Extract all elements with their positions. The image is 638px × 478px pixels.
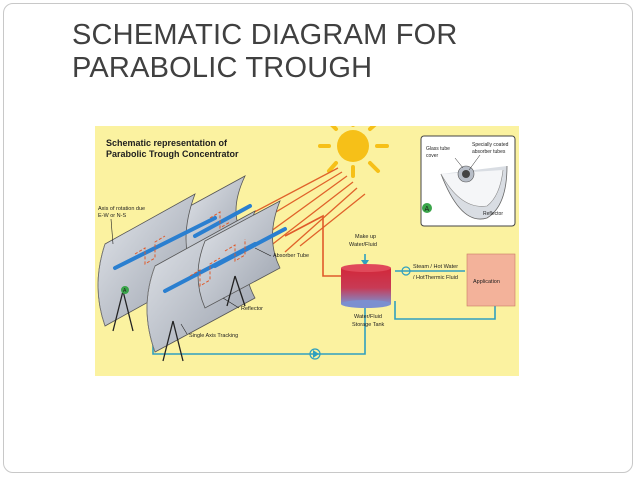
inset-coated-line-1: Specially coated: [472, 142, 509, 148]
marker-a-label: A: [123, 288, 127, 294]
steam-label-line-2: / HotThermic Fluid: [413, 275, 458, 281]
diagram-heading-line-1: Schematic representation of: [106, 138, 228, 148]
application-box: [466, 253, 516, 307]
axis-label-line-2: E-W or N-S: [98, 213, 126, 219]
inset-marker-label: A: [425, 206, 430, 213]
application-return-pipe: [394, 301, 496, 320]
storage-label-line-1: Water/Fluid: [354, 314, 382, 320]
axis-label-line-1: Axis of rotation due: [98, 206, 145, 212]
title-line-2: PARABOLIC TROUGH: [72, 52, 373, 84]
steam-label-line-1: Steam / Hot Water: [413, 264, 458, 270]
inset-coated-line-2: absorber tubes: [472, 149, 506, 155]
inset-reflector-label: Reflector: [483, 211, 503, 217]
inset-glass-line-2: cover: [426, 153, 439, 159]
sun-icon: [318, 126, 389, 178]
reflector-label: Reflector: [241, 306, 263, 312]
single-axis-tracking-label: Single Axis Tracking: [189, 333, 238, 339]
diagram-heading-line-2: Parabolic Trough Concentrator: [106, 149, 239, 159]
title-line-1: SCHEMATIC DIAGRAM FOR: [72, 19, 458, 51]
storage-tank: [341, 264, 391, 308]
hot-fluid-pipe: [284, 214, 341, 277]
inset-glass-line-1: Glass tube: [426, 146, 450, 152]
application-label: Application: [473, 279, 500, 285]
makeup-label-line-1: Make up: [355, 234, 376, 240]
absorber-tube-label: Absorber Tube: [273, 253, 309, 259]
marker-a-collector: [121, 286, 129, 294]
heat-pattern: [134, 211, 246, 287]
makeup-label-line-2: Water/Fluid: [349, 242, 377, 248]
pump-icon: [313, 350, 319, 358]
schematic-diagram: Schematic representation of Parabolic Tr…: [95, 126, 519, 376]
inset-detail: [420, 135, 516, 227]
storage-label-line-2: Storage Tank: [352, 322, 385, 328]
slide-title: SCHEMATIC DIAGRAM FOR PARABOLIC TROUGH: [72, 19, 552, 85]
